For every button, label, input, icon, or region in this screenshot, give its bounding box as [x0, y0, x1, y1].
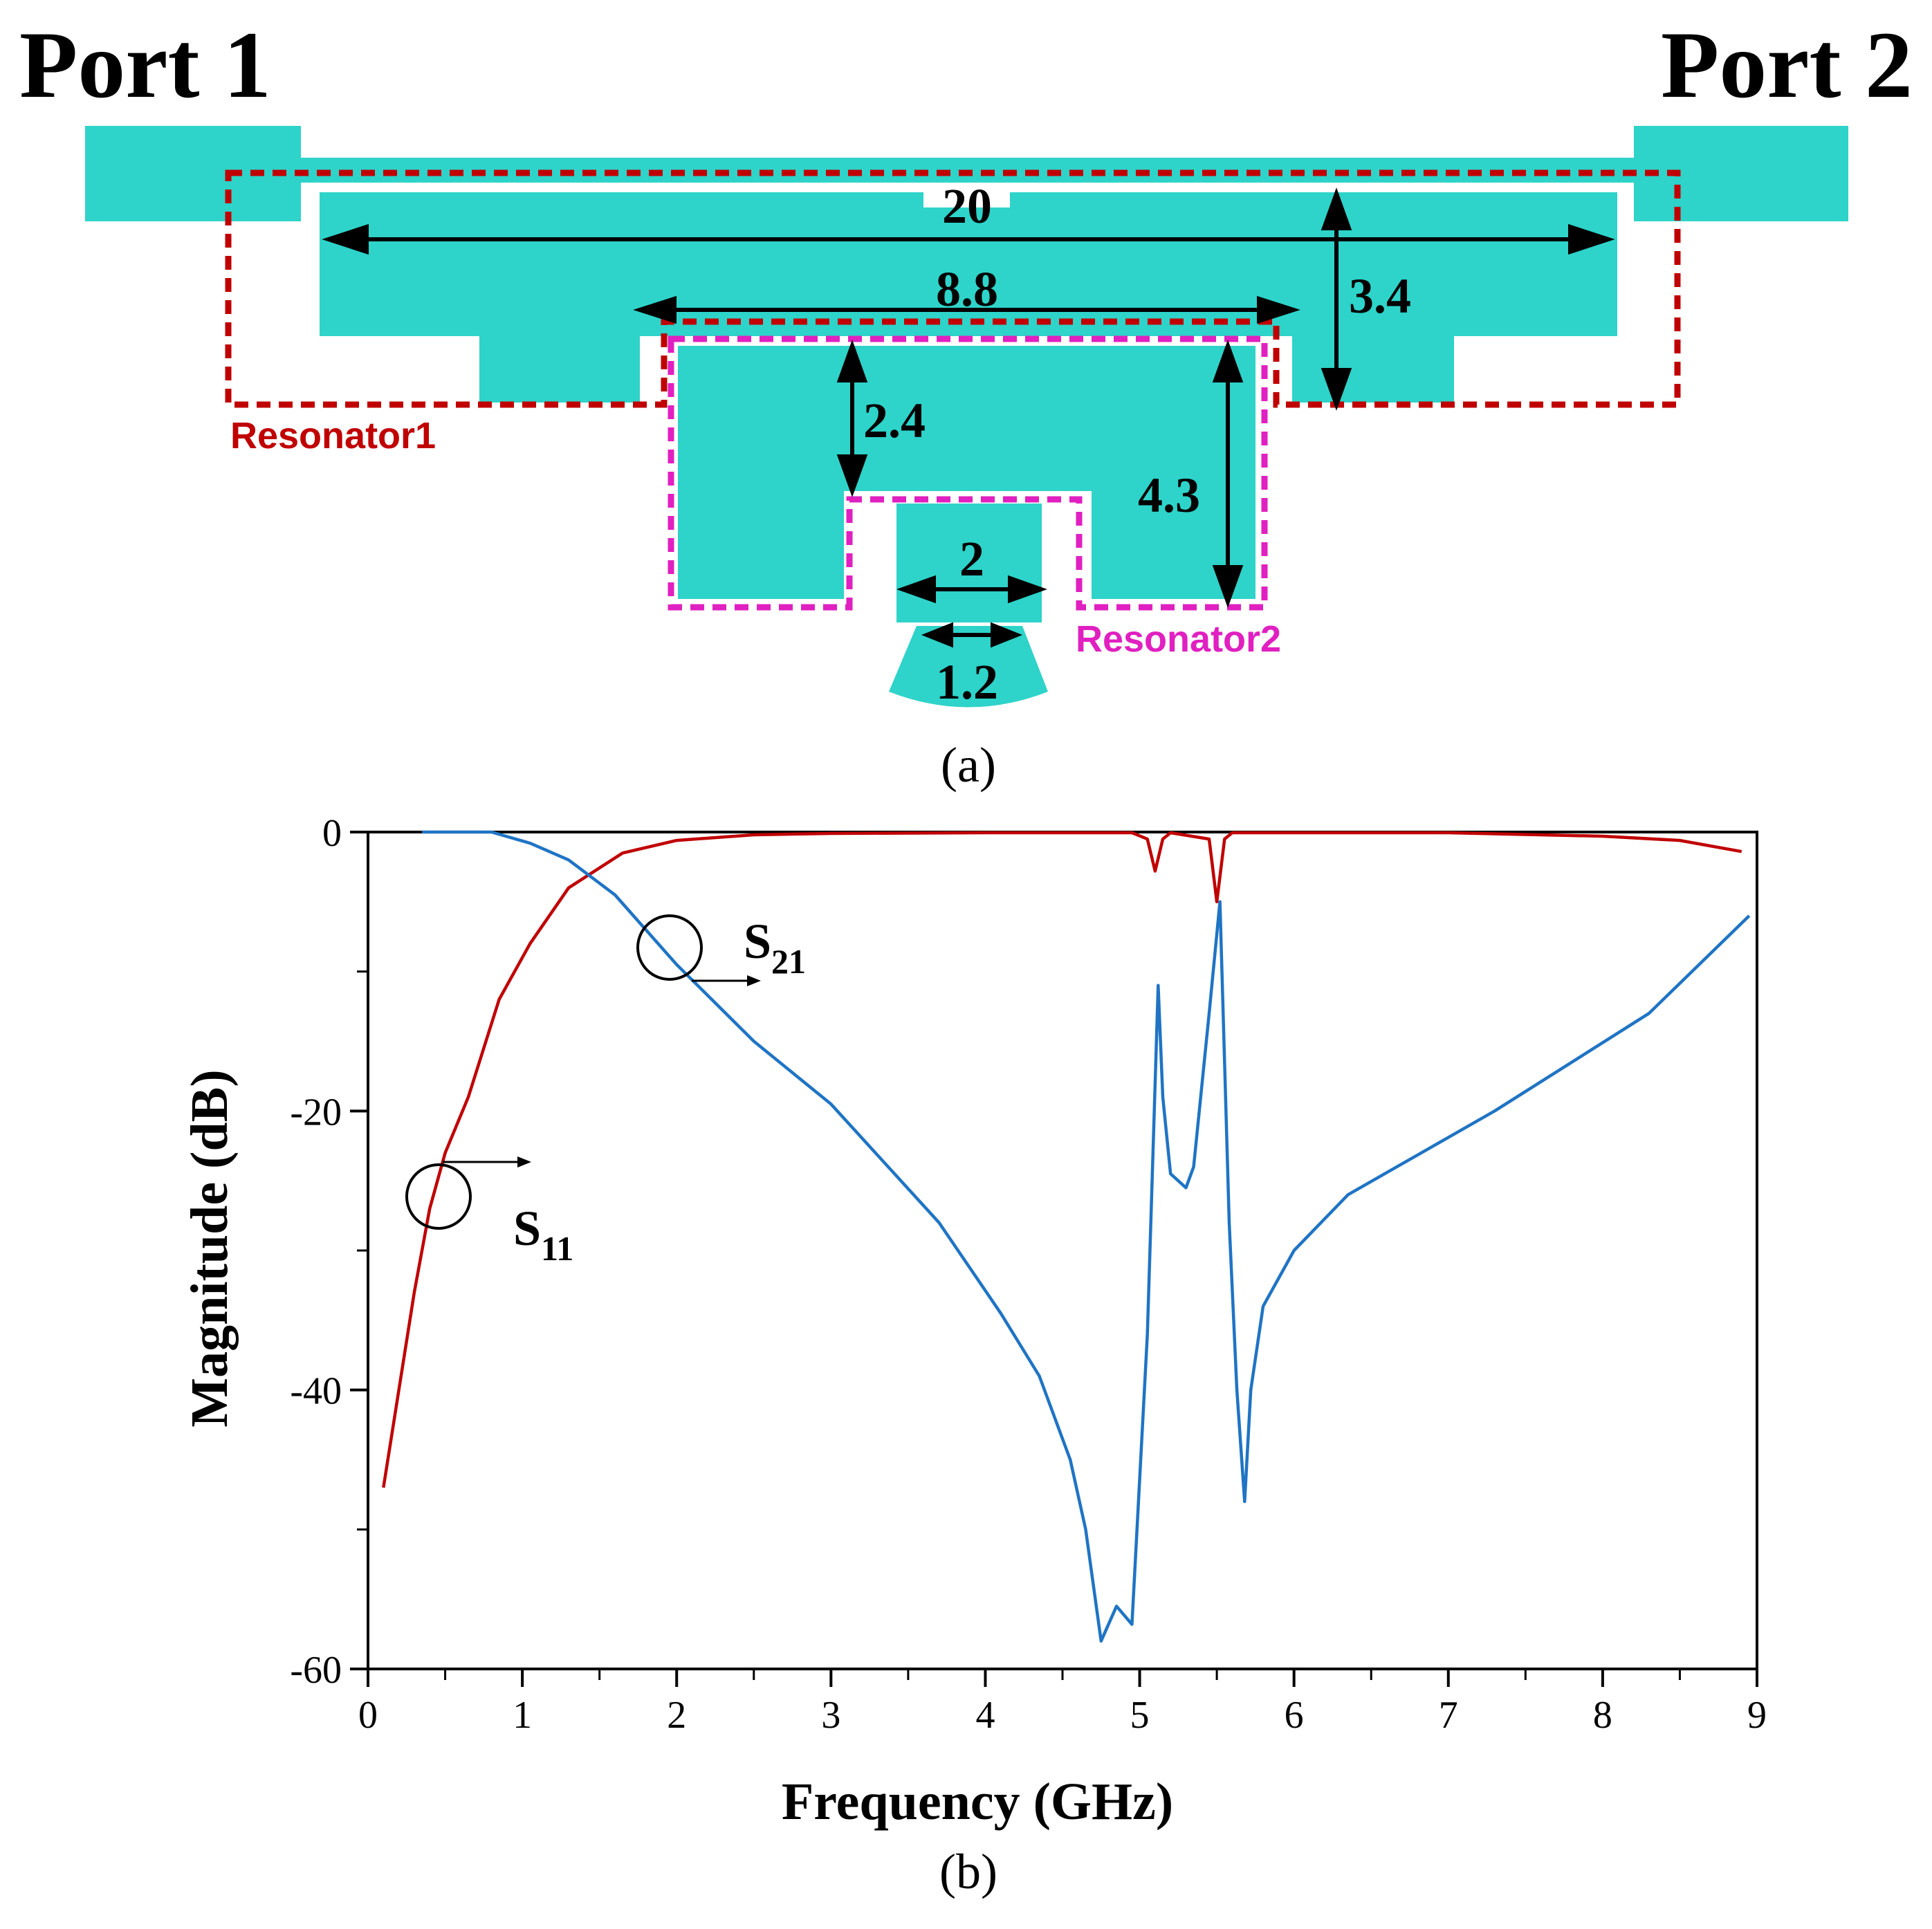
wide-resonator-body-mid [923, 207, 1010, 336]
left-stub [479, 336, 640, 403]
x-tick-label: 5 [1130, 1694, 1150, 1737]
port1-pad [85, 126, 301, 221]
x-tick-label: 4 [975, 1694, 995, 1737]
arrowhead [1212, 565, 1244, 608]
arrowhead [921, 622, 953, 648]
arrowhead [322, 223, 369, 255]
x-tick-label: 1 [513, 1694, 532, 1737]
x-axis: 0 1 2 3 4 5 6 7 8 9 [358, 1669, 1767, 1737]
arrowhead [991, 622, 1023, 648]
resonator2-outline [668, 335, 1268, 611]
microstrip-metal [85, 126, 1848, 708]
y-tick-label: 0 [322, 812, 342, 855]
arrowhead [517, 1156, 531, 1167]
dim-label-3.4: 3.4 [1349, 268, 1411, 324]
x-tick-label: 0 [358, 1694, 378, 1737]
center-resonator [678, 346, 1255, 599]
x-tick-label: 8 [1593, 1694, 1612, 1737]
s21-annotation: S21 [636, 914, 806, 986]
series-layer [382, 830, 1751, 1643]
filter-layout-diagram: Port 1 Port 2 [19, 12, 1913, 793]
arrowhead [1008, 575, 1047, 604]
port2-pad [1634, 126, 1848, 221]
x-tick-label: 7 [1439, 1694, 1458, 1737]
arrowhead [1568, 223, 1615, 255]
x-tick-label: 9 [1747, 1694, 1767, 1737]
s21-marker-circle [636, 914, 703, 981]
series-line-blue [422, 830, 1751, 1643]
x-tick-label: 2 [667, 1694, 686, 1737]
y-tick-label: -40 [290, 1370, 342, 1413]
y-axis: 0 -20 -40 -60 [290, 812, 368, 1692]
s11-marker-circle [405, 1163, 472, 1230]
wide-resonator-body-right [1010, 192, 1617, 336]
arrowhead [1321, 368, 1352, 411]
center-stub [896, 504, 1042, 622]
arrowhead [1321, 187, 1352, 230]
panel-label-a: (a) [941, 737, 996, 793]
dim-label-20: 20 [942, 178, 992, 234]
right-stub [1292, 336, 1454, 403]
arrowhead [836, 454, 868, 497]
x-tick-label: 6 [1285, 1694, 1304, 1737]
panel-label-b: (b) [939, 1844, 997, 1899]
wide-resonator-body [320, 192, 923, 336]
plot-frame [367, 831, 1758, 1670]
s11-label: S11 [513, 1201, 573, 1268]
arrowhead [633, 295, 677, 324]
y-tick-label: -60 [290, 1649, 342, 1692]
arrowhead [747, 975, 761, 986]
resonator1-outline [225, 169, 1681, 408]
y-axis-title: Magnitude (dB) [181, 1069, 239, 1427]
arrowhead [1257, 295, 1300, 324]
y-tick-label: -20 [290, 1091, 342, 1134]
dim-label-1.2: 1.2 [936, 654, 998, 710]
dim-label-4.3: 4.3 [1138, 468, 1200, 523]
dim-label-2.4: 2.4 [863, 393, 926, 448]
resonator2-label: Resonator2 [1076, 618, 1281, 660]
port2-label: Port 2 [1661, 12, 1913, 118]
arrowhead [1212, 340, 1244, 382]
x-axis-title: Frequency (GHz) [782, 1773, 1173, 1831]
dimension-arrows [322, 187, 1615, 648]
arrowhead [836, 340, 868, 382]
x-tick-label: 3 [821, 1694, 840, 1737]
s-parameter-chart: 0 1 2 3 4 5 6 7 8 9 0 -20 -40 -60 Frequency (GHz) Ma… [181, 812, 1767, 1899]
s21-label: S21 [744, 914, 806, 981]
resonator1-label: Resonator1 [230, 415, 436, 456]
arrowhead [896, 575, 936, 604]
dim-label-2: 2 [959, 531, 984, 587]
port1-label: Port 1 [19, 12, 271, 118]
series-line-red [382, 831, 1742, 1488]
radial-stub [889, 626, 1048, 708]
s11-annotation: S11 [405, 1156, 573, 1268]
dim-label-8.8: 8.8 [936, 261, 998, 317]
